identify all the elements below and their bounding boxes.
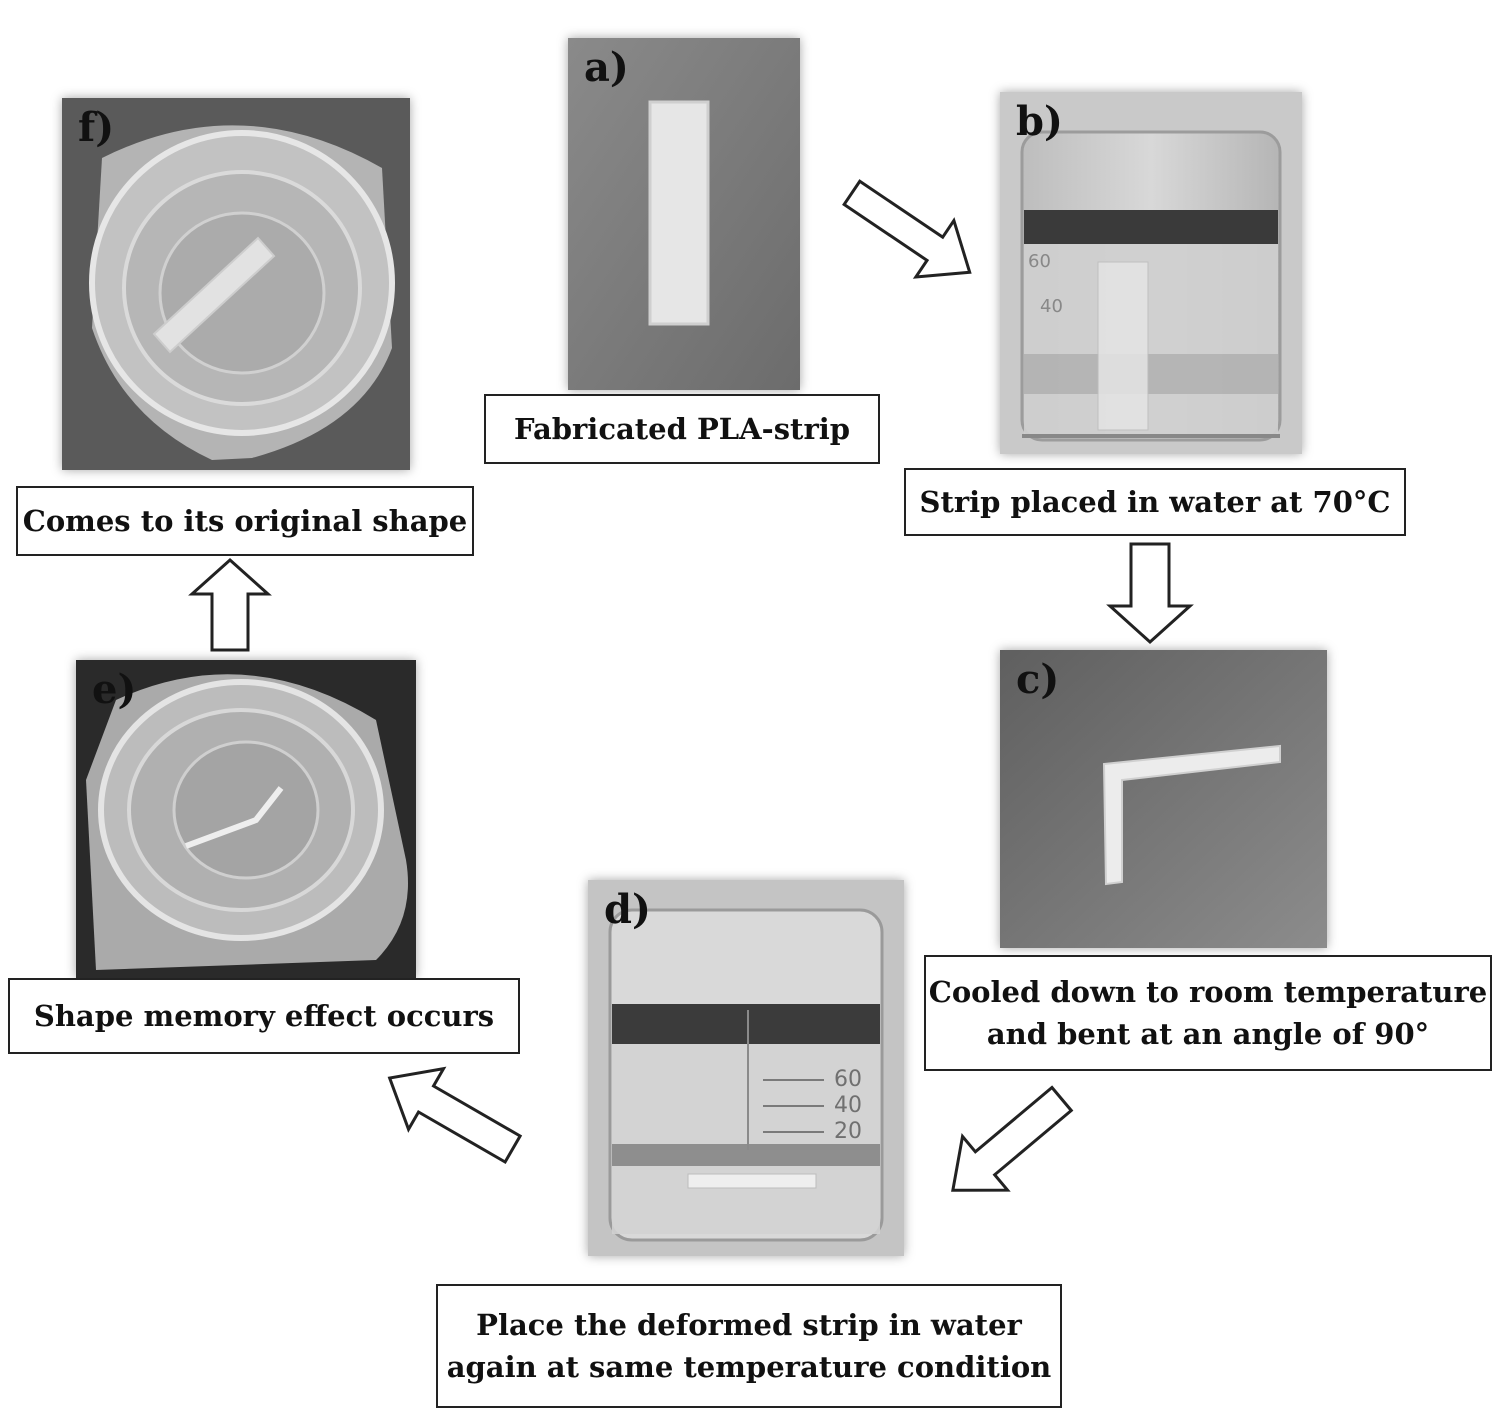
arrow-d-to-e	[387, 1066, 523, 1165]
svg-text:40: 40	[834, 1093, 862, 1118]
svg-text:20: 20	[834, 1119, 862, 1144]
caption-b: Strip placed in water at 70°C	[904, 468, 1406, 536]
step-label-f: f)	[78, 104, 115, 151]
caption-d: Place the deformed strip in water again …	[436, 1284, 1062, 1408]
caption-c: Cooled down to room temperature and bent…	[924, 955, 1492, 1071]
beaker-b-image: 60 40	[1000, 92, 1302, 454]
step-label-a: a)	[584, 44, 629, 91]
step-label-e: e)	[92, 666, 137, 713]
arrow-b-to-c	[1106, 542, 1194, 645]
caption-a: Fabricated PLA-strip	[484, 394, 880, 464]
photo-b-beaker: 60 40 b)	[1000, 92, 1302, 454]
caption-f: Comes to its original shape	[16, 486, 474, 556]
bent-strip-image	[1000, 650, 1327, 948]
photo-f-top-view: f)	[62, 98, 410, 470]
beaker-d-image: 60 40 20	[588, 880, 904, 1256]
step-label-d: d)	[604, 886, 651, 933]
top-view-restored-image	[62, 98, 410, 470]
svg-text:40: 40	[1040, 296, 1063, 317]
arrow-a-to-b	[842, 179, 972, 279]
top-view-bent-image	[76, 660, 416, 978]
photo-c-bent-strip: c)	[1000, 650, 1327, 948]
arrow-c-to-d	[951, 1085, 1074, 1192]
svg-text:60: 60	[834, 1067, 862, 1092]
photo-d-beaker: 60 40 20 d)	[588, 880, 904, 1256]
photo-e-top-view: e)	[76, 660, 416, 978]
step-label-b: b)	[1016, 98, 1063, 145]
pla-strip-image	[568, 38, 800, 390]
arrow-e-to-f	[188, 557, 272, 652]
step-label-c: c)	[1016, 656, 1060, 703]
caption-e: Shape memory effect occurs	[8, 978, 520, 1054]
svg-text:60: 60	[1028, 251, 1051, 272]
photo-a-pla-strip: a)	[568, 38, 800, 390]
